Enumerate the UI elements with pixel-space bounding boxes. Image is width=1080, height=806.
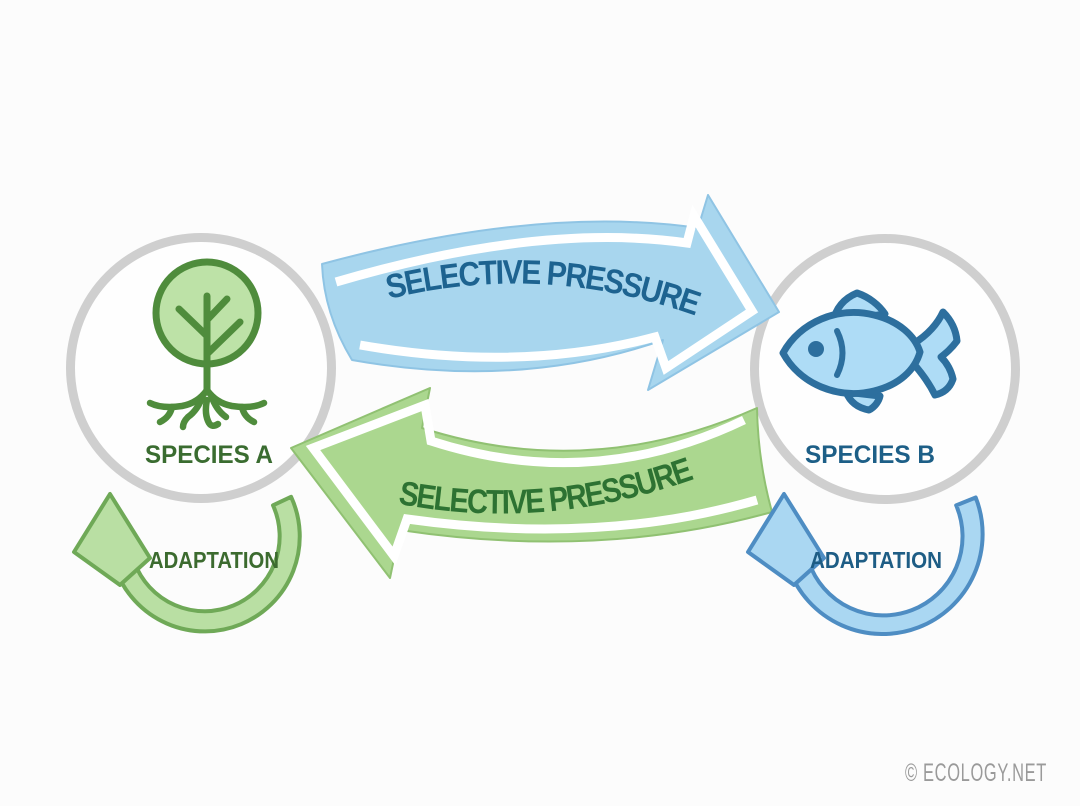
adaptation-loop-right-arc bbox=[787, 495, 985, 636]
arrow-bottom-shape bbox=[290, 387, 773, 579]
adaptation-loop-left-arc bbox=[113, 494, 302, 634]
species-a-circle bbox=[66, 233, 336, 503]
arrow-top-stripe bbox=[334, 204, 759, 375]
selective-pressure-arrow-top: SELECTIVE PRESSURE bbox=[321, 194, 780, 391]
fish-eye bbox=[808, 341, 824, 357]
adaptation-loop-right-arrowhead bbox=[746, 492, 826, 587]
fish-icon bbox=[779, 289, 961, 414]
arrow-bottom-stripe bbox=[305, 398, 759, 566]
species-b-label: SPECIES B bbox=[805, 441, 935, 469]
adaptation-right-label: ADAPTATION bbox=[810, 547, 942, 573]
adaptation-loop-left-arrowhead bbox=[72, 492, 152, 587]
adaptation-loop-left: ADAPTATION bbox=[72, 492, 302, 634]
species-a-label: SPECIES A bbox=[145, 441, 273, 469]
adaptation-left-label: ADAPTATION bbox=[149, 547, 279, 573]
selective-pressure-arrow-bottom: SELECTIVE PRESSURE bbox=[290, 387, 773, 579]
watermark: © ECOLOGY.NET bbox=[905, 759, 1047, 787]
adaptation-loop-right: ADAPTATION bbox=[746, 492, 985, 636]
tree-icon bbox=[146, 258, 268, 431]
